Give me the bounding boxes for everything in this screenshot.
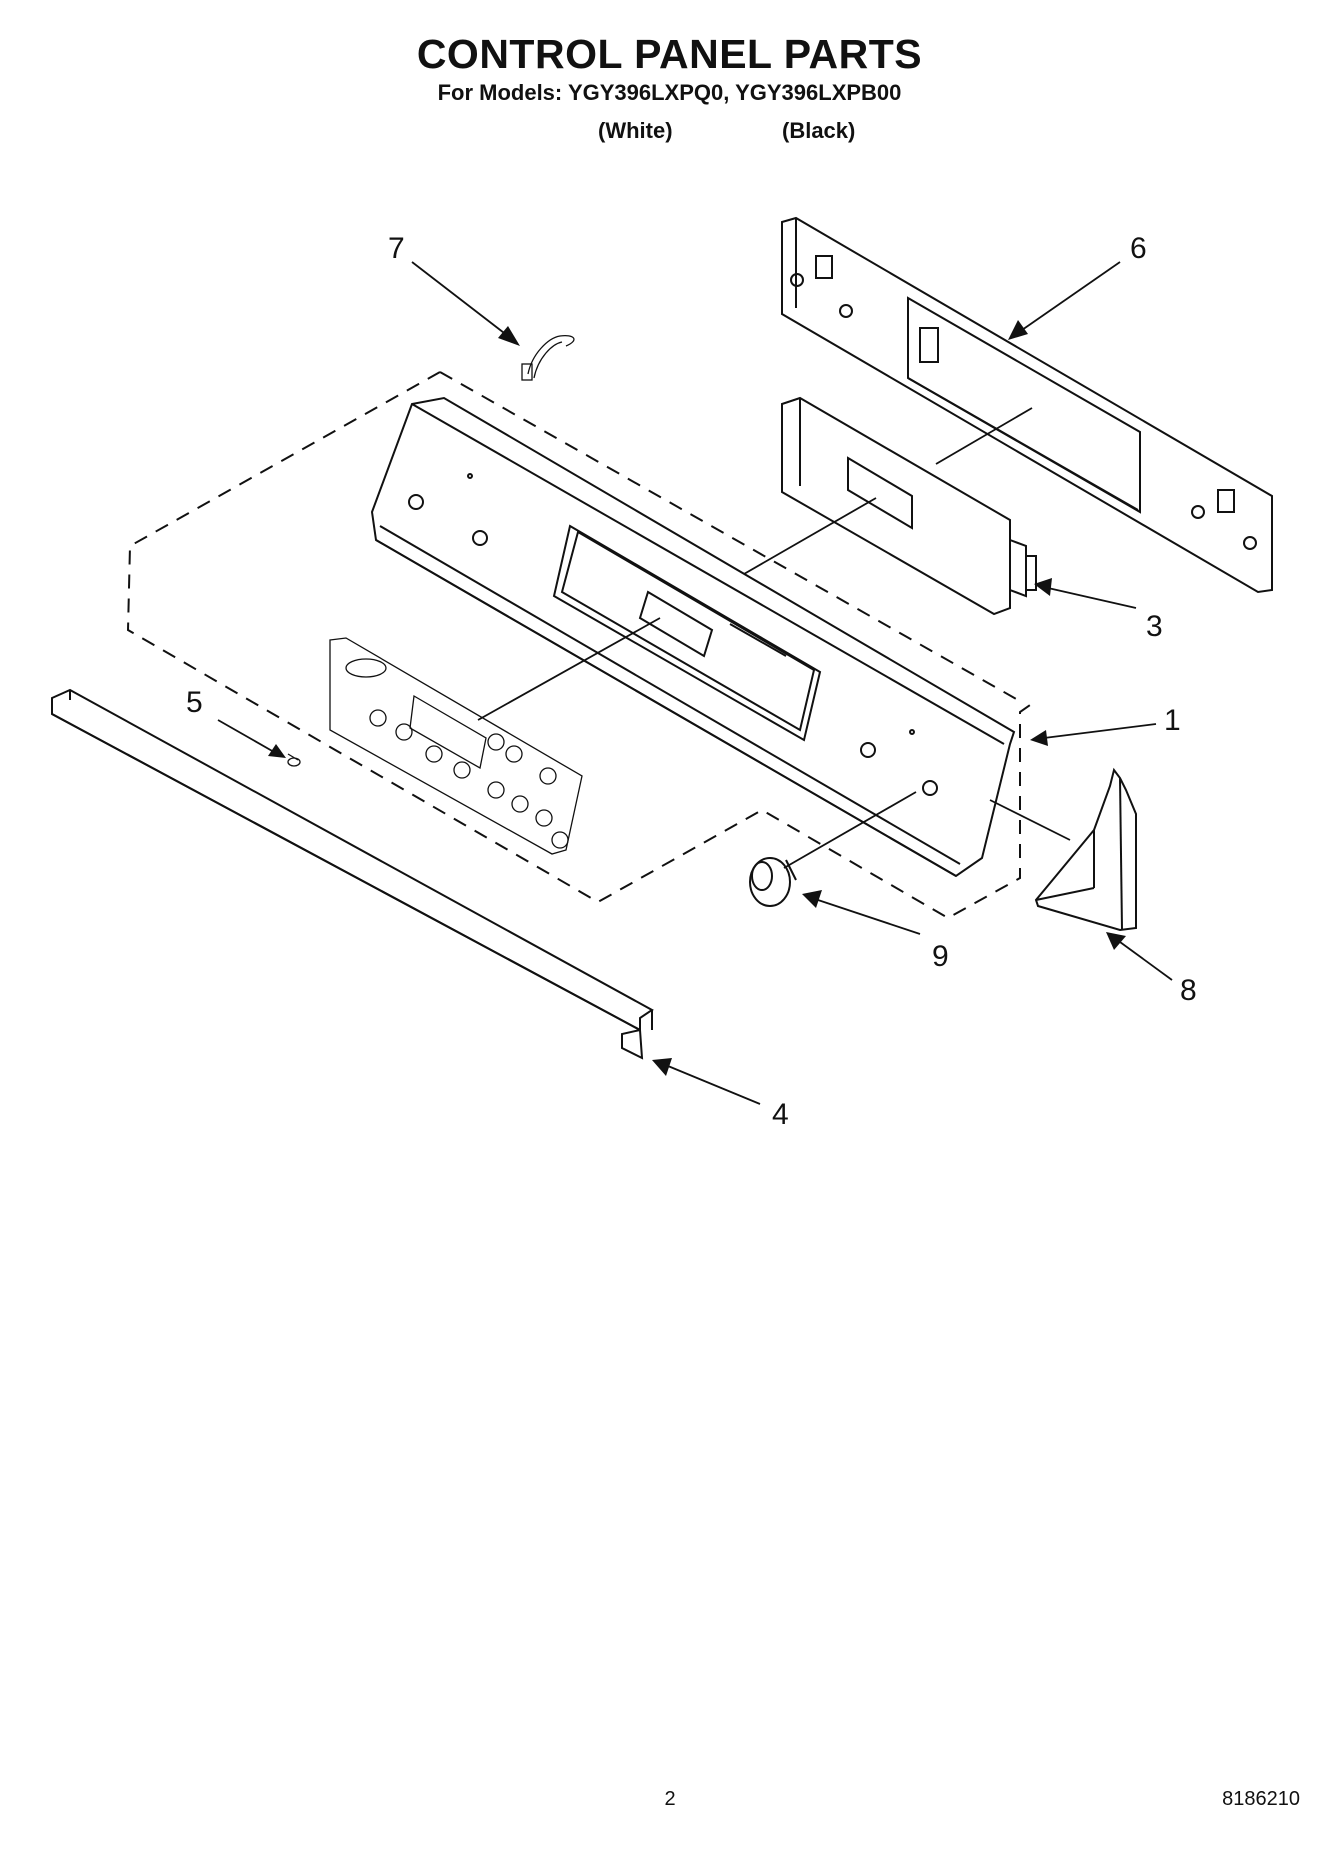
part-4-trim-strip — [51, 688, 654, 1060]
guide-line-knob — [783, 791, 917, 869]
callout-part-4: 4 — [772, 1098, 789, 1131]
leader-part-5 — [217, 719, 275, 753]
leader-part-7 — [411, 261, 509, 337]
callout-part-5: 5 — [186, 686, 203, 719]
part-1-control-panel — [370, 396, 1016, 878]
callout-part-9: 9 — [932, 940, 949, 973]
leader-part-8 — [1119, 941, 1173, 981]
guide-line-endcap — [989, 799, 1071, 841]
arrowhead-part-4 — [652, 1058, 672, 1076]
arrowhead-part-9 — [802, 890, 822, 908]
callout-part-8: 8 — [1180, 974, 1197, 1007]
arrowhead-part-1 — [1030, 730, 1048, 746]
arrowhead-part-3 — [1034, 578, 1052, 596]
arrowhead-part-8 — [1106, 932, 1126, 950]
callout-part-1: 1 — [1164, 704, 1181, 737]
page-header: CONTROL PANEL PARTS For Models: YGY396LX… — [0, 30, 1339, 106]
leader-part-9 — [817, 899, 921, 935]
callout-part-3: 3 — [1146, 610, 1163, 643]
leader-part-1 — [1043, 723, 1157, 739]
page-number: 2 — [664, 1788, 676, 1810]
part-7-wire-harness — [521, 334, 575, 381]
document-number: 8186210 — [1222, 1788, 1300, 1810]
part-9-control-knob — [749, 857, 797, 907]
part-3-control-board — [781, 396, 1037, 616]
part-5-screw — [287, 753, 301, 767]
arrowhead-part-7 — [498, 326, 520, 346]
arrowhead-part-5 — [268, 744, 286, 758]
model-list: For Models: YGY396LXPQ0, YGY396LXPB00 — [437, 80, 902, 105]
guide-line-overlay — [477, 617, 661, 721]
arrowhead-part-6 — [1008, 320, 1028, 340]
color-label-white: (White) — [598, 118, 673, 143]
control-overlay-graphic — [329, 637, 583, 855]
leader-part-4 — [667, 1065, 761, 1105]
part-6-back-plate — [781, 216, 1273, 594]
leader-part-6 — [1021, 261, 1121, 331]
page-title: CONTROL PANEL PARTS — [416, 31, 923, 77]
dashed-link-left-top — [439, 371, 1019, 701]
callout-part-7: 7 — [388, 232, 405, 265]
guide-line-board — [743, 497, 877, 575]
part-8-end-cap — [1034, 767, 1137, 932]
color-label-black: (Black) — [782, 118, 856, 143]
callout-part-6: 6 — [1130, 232, 1147, 265]
leader-part-3 — [1047, 587, 1137, 609]
guide-line-board-plate — [935, 407, 1033, 465]
